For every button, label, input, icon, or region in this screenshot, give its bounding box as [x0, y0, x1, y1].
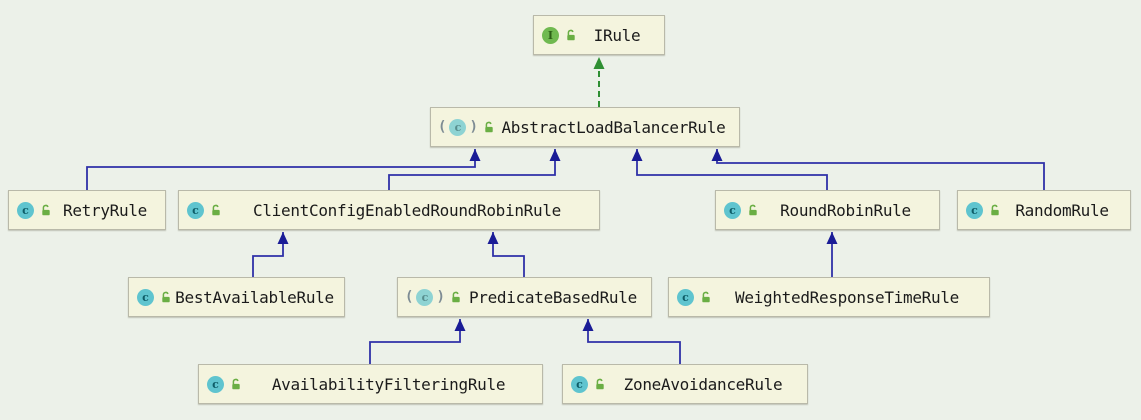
- node-irule[interactable]: I IRule: [533, 15, 665, 55]
- public-lock-icon: [162, 291, 170, 302]
- class-icon: c: [966, 201, 983, 219]
- edge-retry-extends-abstract-lbr: [86, 149, 476, 190]
- node-icons: c: [207, 375, 243, 393]
- arrowhead-extends: [631, 149, 643, 161]
- node-weighted-response-time-rule[interactable]: c WeightedResponseTimeRule: [668, 277, 990, 317]
- public-lock-icon: [991, 204, 999, 215]
- node-icons: ( c ): [438, 118, 496, 136]
- class-icon: c: [724, 201, 741, 219]
- arrowhead-extends: [711, 149, 723, 161]
- edge-best-avail-extends-ccerr: [252, 232, 284, 277]
- abstract-class-icon: c: [416, 288, 434, 306]
- arrowhead-extends: [826, 232, 838, 244]
- node-icons: c: [677, 288, 713, 306]
- node-zone-avoidance-rule[interactable]: c ZoneAvoidanceRule: [562, 364, 808, 404]
- arrowhead-extends: [487, 232, 499, 244]
- node-icons: ( c ): [405, 288, 463, 306]
- abstract-paren-open: (: [405, 289, 414, 305]
- abstract-class-icon: c: [449, 118, 467, 136]
- class-name: ClientConfigEnabledRoundRobinRule: [253, 200, 561, 220]
- class-icon: c: [571, 375, 588, 393]
- node-round-robin-rule[interactable]: c RoundRobinRule: [715, 190, 940, 230]
- class-icon: c: [187, 201, 204, 219]
- edge-random-extends-abstract-lbr: [716, 149, 1045, 190]
- class-name: RoundRobinRule: [780, 200, 911, 220]
- edge-round-robin-extends-abstract-lbr: [636, 149, 828, 190]
- node-retry-rule[interactable]: c RetryRule: [8, 190, 166, 230]
- class-icon: c: [137, 288, 154, 306]
- class-icon: c: [207, 375, 224, 393]
- public-lock-icon: [567, 29, 575, 40]
- node-icons: c: [571, 375, 607, 393]
- public-lock-icon: [485, 121, 493, 132]
- abstract-paren-close: ): [436, 289, 445, 305]
- node-icons: c: [966, 201, 1002, 219]
- arrowhead-extends: [549, 149, 561, 161]
- node-icons: c: [137, 288, 173, 306]
- class-name: BestAvailableRule: [175, 287, 334, 307]
- class-name: RandomRule: [1015, 200, 1109, 220]
- class-name: ZoneAvoidanceRule: [623, 374, 783, 394]
- edge-zone-avoid-extends-predicate: [587, 319, 681, 364]
- class-name: AbstractLoadBalancerRule: [501, 117, 726, 137]
- node-abstract-load-balancer-rule[interactable]: ( c ) AbstractLoadBalancerRule: [430, 107, 740, 147]
- edge-predicate-extends-ccerr: [492, 232, 525, 277]
- arrowhead-implements: [593, 57, 605, 69]
- abstract-paren-close: ): [469, 119, 478, 135]
- class-name: RetryRule: [63, 200, 147, 220]
- public-lock-icon: [232, 378, 240, 389]
- public-lock-icon: [596, 378, 604, 389]
- node-icons: c: [187, 201, 223, 219]
- public-lock-icon: [212, 204, 220, 215]
- arrowhead-extends: [582, 319, 594, 331]
- arrowhead-extends: [277, 232, 289, 244]
- arrowhead-extends: [454, 319, 466, 331]
- edge-ccerr-extends-abstract-lbr: [388, 149, 556, 190]
- public-lock-icon: [749, 204, 757, 215]
- class-name: WeightedResponseTimeRule: [735, 287, 959, 307]
- class-name: AvailabilityFilteringRule: [271, 374, 506, 394]
- public-lock-icon: [452, 291, 460, 302]
- public-lock-icon: [42, 204, 50, 215]
- node-best-available-rule[interactable]: c BestAvailableRule: [128, 277, 345, 317]
- node-random-rule[interactable]: c RandomRule: [957, 190, 1131, 230]
- edge-avail-filter-extends-predicate: [369, 319, 461, 364]
- node-icons: c: [17, 201, 53, 219]
- node-icons: I: [542, 26, 578, 44]
- class-name: PredicateBasedRule: [468, 287, 637, 307]
- node-client-config-enabled-round-robin-rule[interactable]: c ClientConfigEnabledRoundRobinRule: [178, 190, 600, 230]
- public-lock-icon: [702, 291, 710, 302]
- class-icon: c: [677, 288, 694, 306]
- node-icons: c: [724, 201, 760, 219]
- node-availability-filtering-rule[interactable]: c AvailabilityFilteringRule: [198, 364, 543, 404]
- class-icon: c: [17, 201, 34, 219]
- abstract-paren-open: (: [438, 119, 447, 135]
- class-name: IRule: [593, 25, 641, 45]
- node-predicate-based-rule[interactable]: ( c ) PredicateBasedRule: [397, 277, 652, 317]
- interface-icon: I: [542, 26, 559, 44]
- arrowhead-extends: [469, 149, 481, 161]
